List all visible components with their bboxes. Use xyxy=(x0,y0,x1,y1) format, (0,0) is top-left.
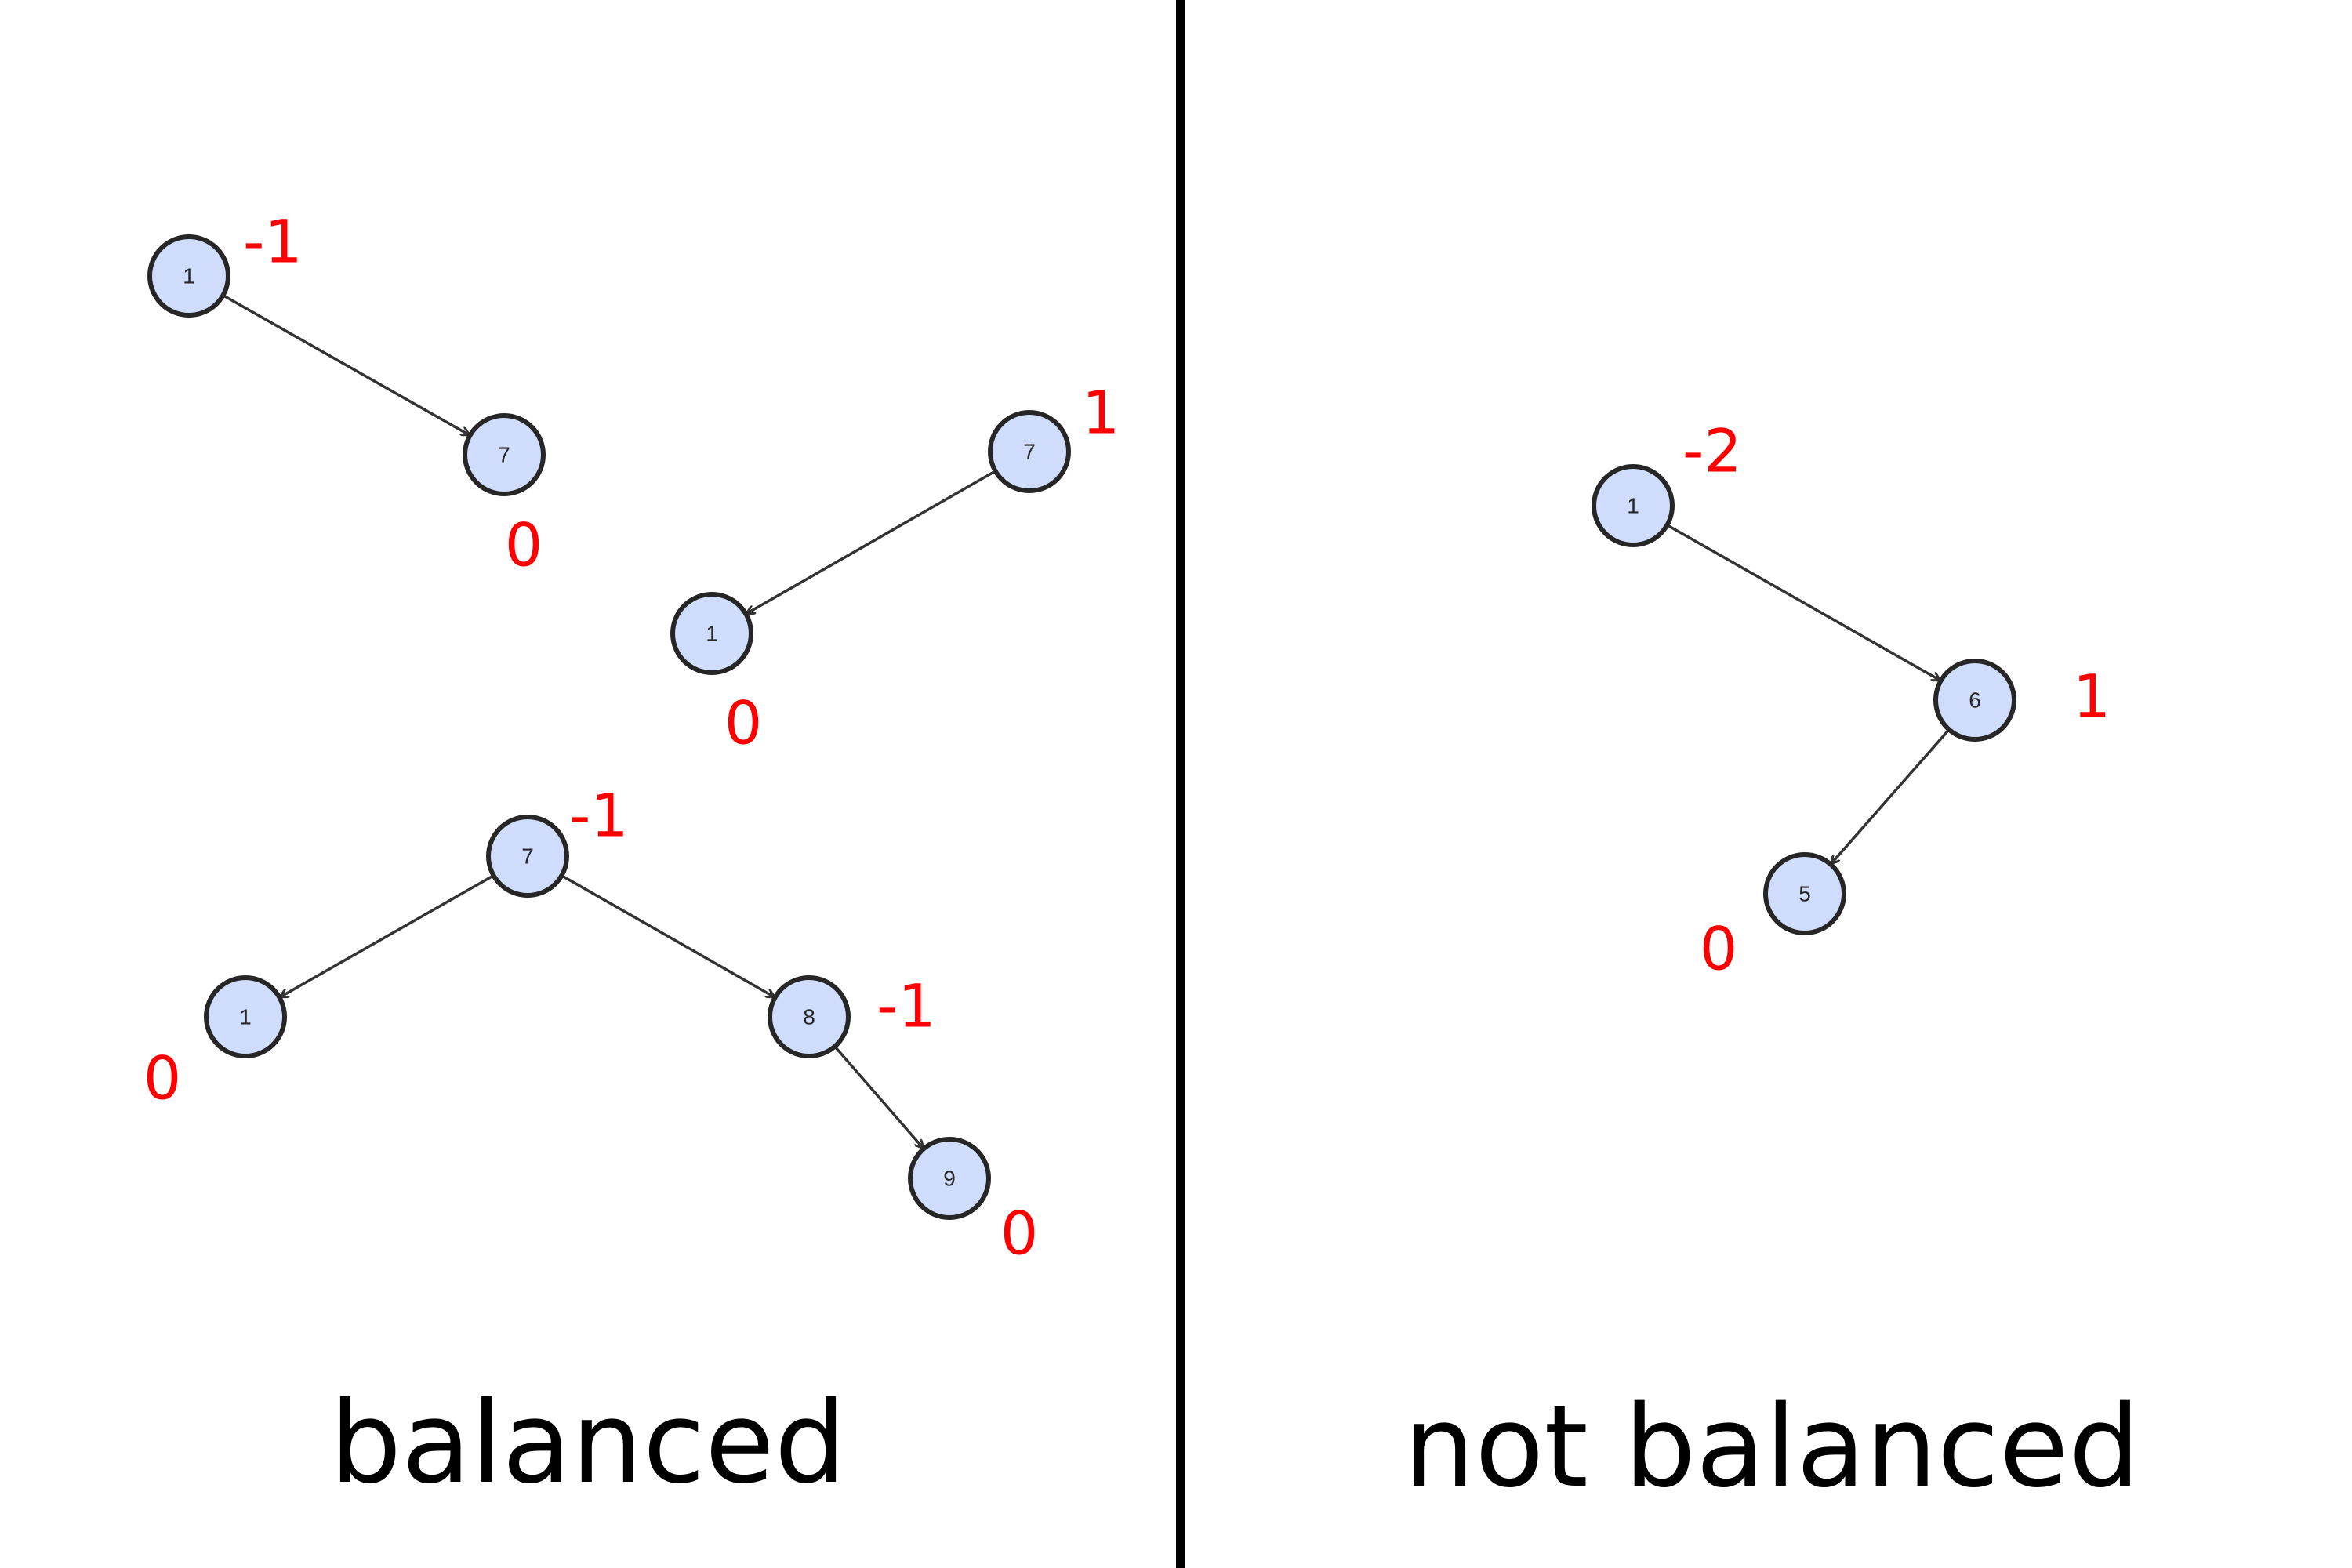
caption-not-balanced: not balanced xyxy=(1403,1381,2140,1512)
node-value: 7 xyxy=(521,844,534,869)
node-circle xyxy=(204,975,287,1058)
balance-factor-label: -2 xyxy=(1682,416,1742,486)
balance-factor-label: 0 xyxy=(1000,1199,1038,1269)
caption-balanced: balanced xyxy=(330,1377,846,1508)
nodes-layer: 1 7 7 1 7 1 8 9 1 6 5 xyxy=(147,234,2016,1220)
balance-factor-label: 1 xyxy=(1082,378,1120,448)
balance-factor-label: 0 xyxy=(505,510,543,580)
node-circle xyxy=(1592,464,1675,547)
tree-node: 1 xyxy=(204,975,287,1058)
tree-node: 5 xyxy=(1763,852,1846,935)
node-value: 1 xyxy=(706,622,718,646)
node-circle xyxy=(988,410,1071,493)
node-circle xyxy=(1763,852,1846,935)
edge-arrow xyxy=(1831,728,1951,863)
edge-arrow xyxy=(281,874,495,997)
tree-node: 1 xyxy=(147,234,230,318)
balance-factor-label: 0 xyxy=(143,1044,181,1113)
node-value: 5 xyxy=(1798,882,1811,906)
balance-factor-label: 0 xyxy=(724,688,762,758)
node-value: 8 xyxy=(803,1005,815,1029)
node-value: 9 xyxy=(943,1167,956,1191)
node-value: 1 xyxy=(1627,494,1639,518)
node-value: 1 xyxy=(239,1005,252,1029)
edges-layer xyxy=(222,294,1951,1148)
node-circle xyxy=(463,413,546,496)
node-circle xyxy=(147,234,230,318)
tree-node: 7 xyxy=(486,815,569,898)
node-circle xyxy=(486,815,569,898)
balance-factor-label: -1 xyxy=(569,781,629,851)
node-value: 7 xyxy=(1023,440,1036,464)
edge-arrow xyxy=(747,470,996,613)
edge-arrow xyxy=(561,874,773,996)
tree-node: 8 xyxy=(768,975,851,1058)
tree-node: 9 xyxy=(908,1137,991,1220)
edge-arrow xyxy=(222,294,468,435)
tree-node: 1 xyxy=(670,592,753,675)
node-value: 6 xyxy=(1969,688,1981,713)
node-circle xyxy=(1933,659,2016,742)
node-circle xyxy=(768,975,851,1058)
tree-node: 6 xyxy=(1933,659,2016,742)
edge-arrow xyxy=(833,1045,923,1148)
node-value: 1 xyxy=(183,264,195,289)
tree-node: 7 xyxy=(463,413,546,496)
node-value: 7 xyxy=(498,443,510,467)
tree-node: 7 xyxy=(988,410,1071,493)
tree-node: 1 xyxy=(1592,464,1675,547)
balance-factor-label: 1 xyxy=(2073,662,2111,731)
node-circle xyxy=(670,592,753,675)
edge-arrow xyxy=(1666,524,1939,681)
node-circle xyxy=(908,1137,991,1220)
balance-labels-layer: -1 0 1 0 -1 0 -1 0 -2 1 0 xyxy=(143,207,2111,1269)
balance-factor-label: 0 xyxy=(1700,914,1737,984)
balance-factor-label: -1 xyxy=(243,207,303,277)
balance-factor-label: -1 xyxy=(877,971,936,1041)
